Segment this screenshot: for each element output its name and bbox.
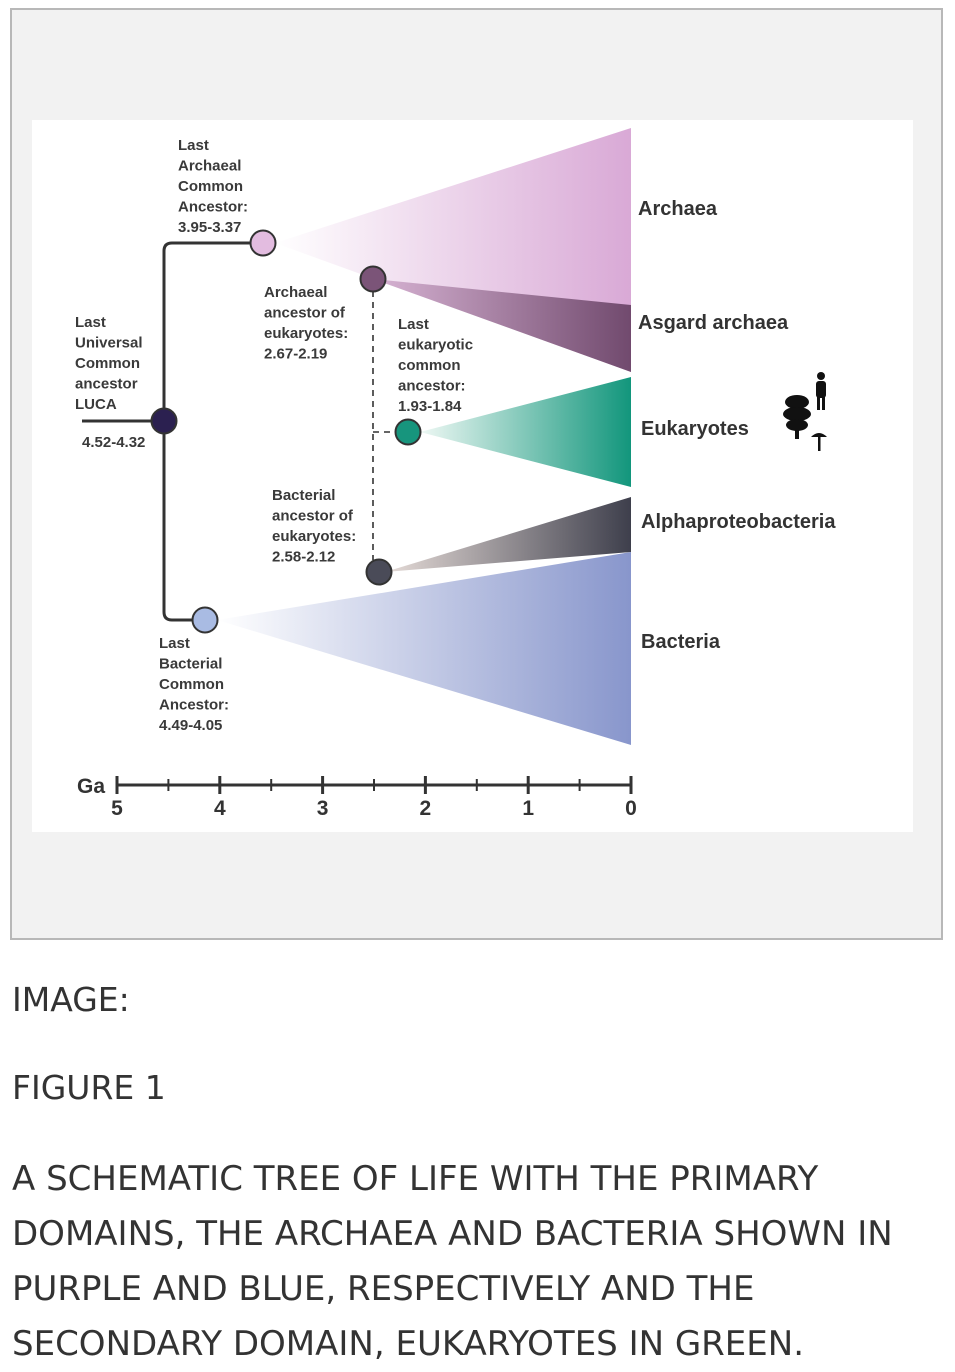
node-label-bae: Bacterial <box>272 487 335 504</box>
figure-number: FIGURE 1 <box>12 1068 166 1107</box>
node-label-aae: eukaryotes: <box>264 325 348 342</box>
node-label-luca: Last <box>75 314 106 331</box>
node-range-luca: 4.52-4.32 <box>82 434 145 451</box>
node-label-leca: ancestor: <box>398 378 466 395</box>
node-bae <box>365 558 393 586</box>
domain-label-archaea: Archaea <box>638 198 718 220</box>
node-label-leca: common <box>398 357 461 374</box>
domain-label-alphaproteobacteria: Alphaproteobacteria <box>641 511 836 533</box>
figure-caption: A SCHEMATIC TREE OF LIFE WITH THE PRIMAR… <box>12 1159 893 1364</box>
node-label-lbca: Bacterial <box>159 656 222 673</box>
node-label-aae: ancestor of <box>264 305 346 322</box>
node-label-laca: Last <box>178 137 209 154</box>
node-label-laca: Ancestor: <box>178 199 248 216</box>
node-label-luca: LUCA <box>75 396 117 413</box>
time-axis: 5 4 3 2 1 0 <box>111 776 637 820</box>
node-luca <box>150 407 178 435</box>
domain-label-eukaryotes: Eukaryotes <box>641 418 749 440</box>
node-lbca <box>191 606 219 634</box>
node-label-aae: 2.67-2.19 <box>264 346 327 363</box>
tree-branches <box>82 241 263 622</box>
node-label-laca: 3.95-3.37 <box>178 219 241 236</box>
node-label-laca: Archaeal <box>178 158 241 175</box>
axis-tick-label: 5 <box>111 797 123 820</box>
eukaryote-silhouettes-icon <box>783 372 827 451</box>
axis-tick-label: 0 <box>625 797 637 820</box>
node-label-laca: Common <box>178 178 243 195</box>
endosymbiosis-dashed-line <box>372 291 396 560</box>
node-label-leca: 1.93-1.84 <box>398 398 462 415</box>
domain-label-bacteria: Bacteria <box>641 631 721 653</box>
node-label-bae: ancestor of <box>272 508 354 525</box>
axis-tick-label: 4 <box>214 797 226 820</box>
bacteria-wedge <box>217 552 631 745</box>
node-label-bae: 2.58-2.12 <box>272 549 335 566</box>
axis-tick-label: 2 <box>420 797 432 820</box>
node-label-lbca: Ancestor: <box>159 697 229 714</box>
node-label-aae: Archaeal <box>264 284 327 301</box>
node-label-luca: Universal <box>75 335 143 352</box>
tree-of-life-diagram: LastUniversalCommonancestorLUCA4.52-4.32… <box>75 128 836 820</box>
node-label-leca: eukaryotic <box>398 337 473 354</box>
axis-tick-label: 1 <box>522 797 534 820</box>
eukaryotes-wedge <box>420 377 631 487</box>
alphaproteobacteria-wedge <box>385 497 631 572</box>
node-label-lbca: Common <box>159 676 224 693</box>
domain-label-asgard: Asgard archaea <box>638 312 789 334</box>
asgard-wedge <box>373 279 631 372</box>
caption-label: IMAGE: <box>12 980 130 1019</box>
node-label-lbca: Last <box>159 635 190 652</box>
node-label-lbca: 4.49-4.05 <box>159 717 222 734</box>
node-leca <box>394 418 422 446</box>
axis-tick-label: 3 <box>317 797 329 820</box>
node-label-luca: ancestor <box>75 376 138 393</box>
node-label-leca: Last <box>398 316 429 333</box>
axis-label-ga: Ga <box>77 775 105 798</box>
node-aae <box>359 265 387 293</box>
node-label-luca: Common <box>75 355 140 372</box>
node-laca <box>249 229 277 257</box>
node-label-bae: eukaryotes: <box>272 528 356 545</box>
